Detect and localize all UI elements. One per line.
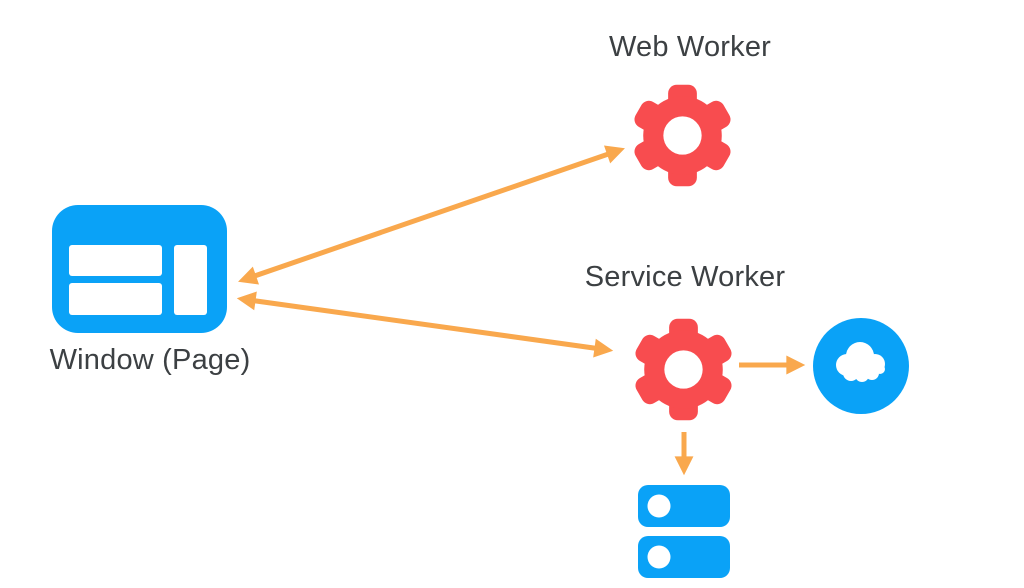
cloud-icon	[813, 318, 909, 414]
web-worker-gear-icon	[634, 84, 731, 187]
service-worker-label: Service Worker	[584, 261, 786, 293]
service-worker-gear-icon	[635, 318, 732, 421]
web-worker-label: Web Worker	[608, 31, 772, 63]
window-content-bar-top	[69, 245, 162, 276]
browser-window-icon	[52, 205, 227, 333]
window-content-bar-bottom	[69, 283, 162, 315]
window-page-label: Window (Page)	[49, 344, 251, 376]
window-sidebar-column	[174, 245, 207, 315]
arrow-window-service-worker	[236, 291, 614, 358]
server-stack-icon	[638, 485, 730, 578]
